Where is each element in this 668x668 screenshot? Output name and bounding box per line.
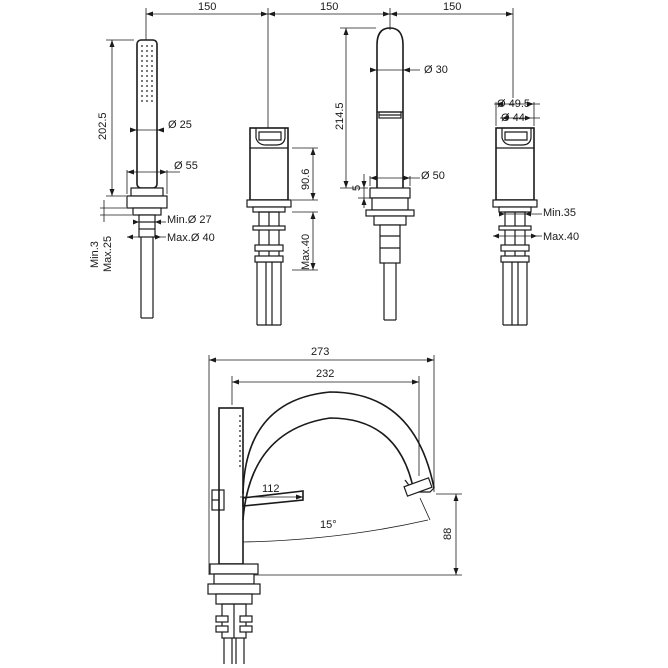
side-view: 273 232 112 15° <box>207 346 462 664</box>
spout-view: 214.5 5 Ø 30 Ø 50 <box>334 27 448 321</box>
rotation-angle-label: 15° <box>320 519 337 531</box>
spout-clearance-label: 88 <box>442 528 454 540</box>
spout-base-diam-label: Ø 50 <box>421 170 445 182</box>
top-dimension-chain: 150 150 150 <box>145 1 514 128</box>
spout-reach-label: 232 <box>316 368 334 380</box>
side-spray-holes <box>239 415 241 467</box>
valve2-max-label: Max.40 <box>543 231 579 243</box>
spout-diam-label: Ø 30 <box>424 64 448 76</box>
mixer-valve-view: 90.6 Max.40 <box>246 127 318 326</box>
valve2-outer-diam-label: Ø 49.5 <box>497 98 530 110</box>
valve-max-label: Max.40 <box>300 234 312 270</box>
diverter-valve-view: Ø 49.5 Ø 44 Min.35 Max.40 <box>492 98 579 326</box>
handle-length-label: 112 <box>262 483 280 495</box>
shower-height-label: 202.5 <box>97 112 109 140</box>
valve2-inner-diam-label: Ø 44 <box>501 112 525 124</box>
spacing-2-label: 150 <box>320 1 338 13</box>
spacing-3-label: 150 <box>443 1 461 13</box>
shower-base-diam-label: Ø 55 <box>174 160 198 172</box>
valve2-min-label: Min.35 <box>543 207 576 219</box>
shower-max-hole-label: Max.Ø 40 <box>167 232 215 244</box>
deck-max-label: Max.25 <box>102 236 114 272</box>
shower-min-hole-label: Min.Ø 27 <box>167 214 212 226</box>
spout-offset-label: 5 <box>351 185 363 191</box>
valve-height-label: 90.6 <box>300 169 312 190</box>
deck-min-label: Min.3 <box>89 241 101 268</box>
total-reach-label: 273 <box>311 346 329 358</box>
spacing-1-label: 150 <box>198 1 216 13</box>
shower-diam-label: Ø 25 <box>168 119 192 131</box>
spout-height-label: 214.5 <box>334 102 346 130</box>
spray-holes <box>141 45 153 102</box>
hand-shower-view: 202.5 Min.3 Max.25 Ø 25 Ø 55 Min.Ø 27 Ma… <box>89 39 215 319</box>
